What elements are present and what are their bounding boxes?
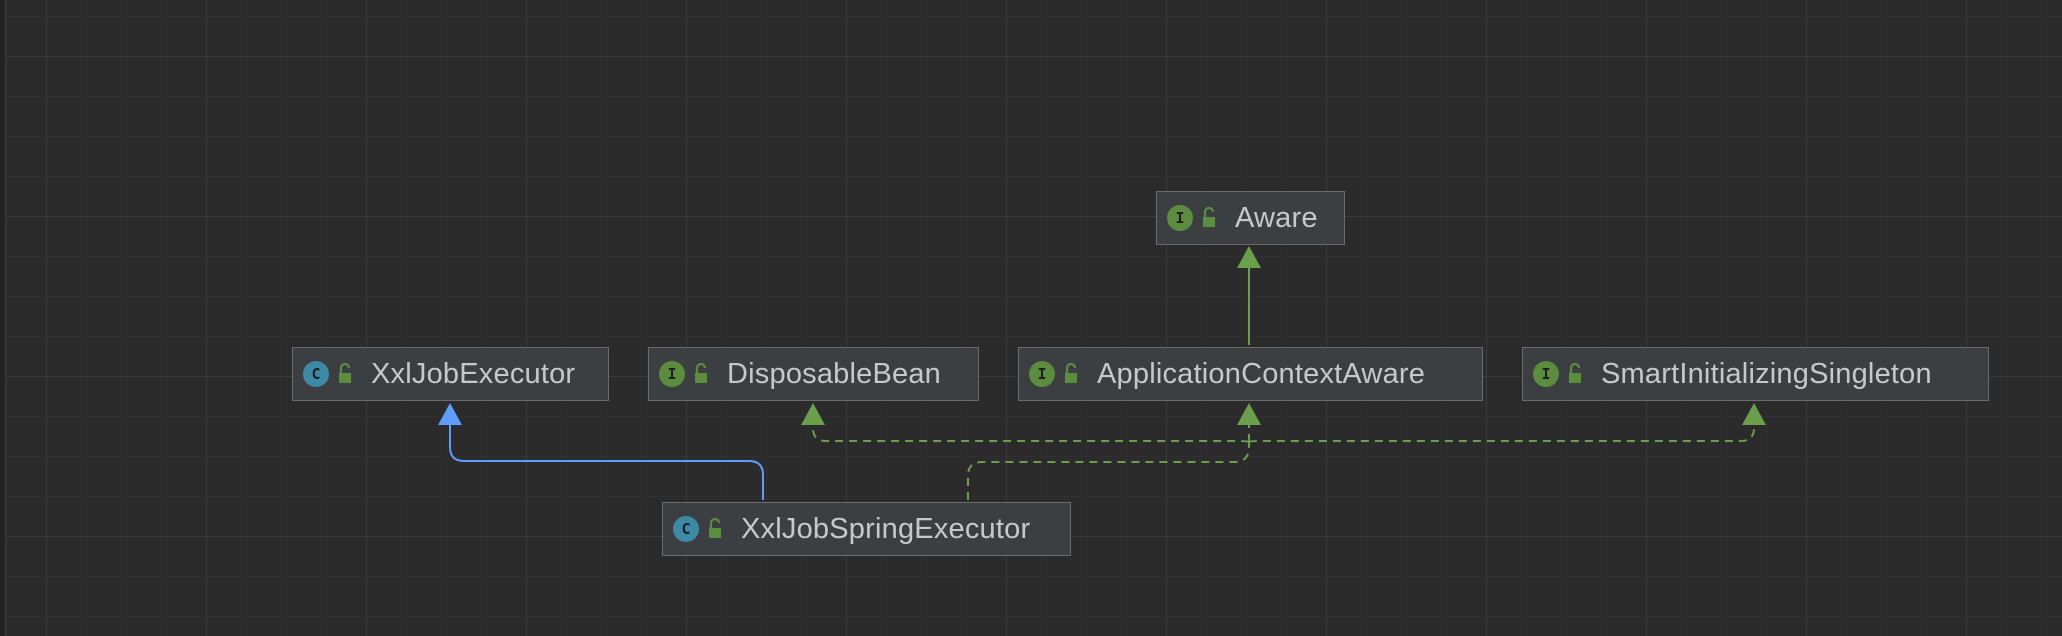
node-xxljobexecutor[interactable]: C XxlJobExecutor xyxy=(292,347,609,401)
node-aware[interactable]: I Aware xyxy=(1156,191,1345,245)
node-applicationcontextaware[interactable]: I ApplicationContextAware xyxy=(1018,347,1483,401)
interface-icon: I xyxy=(1029,361,1055,387)
interface-icon: I xyxy=(1533,361,1559,387)
left-panel-edge xyxy=(0,0,6,636)
edge-springexecutor-implements-trunk xyxy=(967,442,1250,500)
edge-springexecutor-extends-xxljobexecutor xyxy=(449,425,764,500)
node-smartinitializingsingleton[interactable]: I SmartInitializingSingleton xyxy=(1522,347,1989,401)
node-label: XxlJobSpringExecutor xyxy=(741,512,1031,545)
unlocked-icon xyxy=(339,362,351,383)
node-label: ApplicationContextAware xyxy=(1097,357,1426,390)
node-xxljobspringexecutor[interactable]: C XxlJobSpringExecutor xyxy=(662,502,1071,556)
interface-icon: I xyxy=(1167,205,1193,231)
arrowhead-disposablebean xyxy=(801,403,825,425)
interface-icon: I xyxy=(659,361,685,387)
unlocked-icon xyxy=(695,362,707,383)
edge-springexecutor-implements-smartinitializingsingleton xyxy=(1248,425,1755,443)
arrowhead-aware xyxy=(1237,246,1261,268)
class-icon: C xyxy=(673,516,699,542)
node-label: SmartInitializingSingleton xyxy=(1601,357,1932,390)
node-label: DisposableBean xyxy=(727,357,941,390)
node-label: Aware xyxy=(1235,201,1318,234)
class-icon: C xyxy=(303,361,329,387)
arrowhead-xxljobexecutor xyxy=(438,403,462,425)
unlocked-icon xyxy=(1065,362,1077,383)
unlocked-icon xyxy=(1569,362,1581,383)
unlocked-icon xyxy=(1203,206,1215,227)
arrowhead-applicationcontextaware xyxy=(1237,403,1261,425)
node-disposablebean[interactable]: I DisposableBean xyxy=(648,347,979,401)
node-label: XxlJobExecutor xyxy=(371,357,576,390)
unlocked-icon xyxy=(709,517,721,538)
edge-springexecutor-implements-disposablebean xyxy=(812,425,1250,443)
arrowhead-smartinitializingsingleton xyxy=(1742,403,1766,425)
